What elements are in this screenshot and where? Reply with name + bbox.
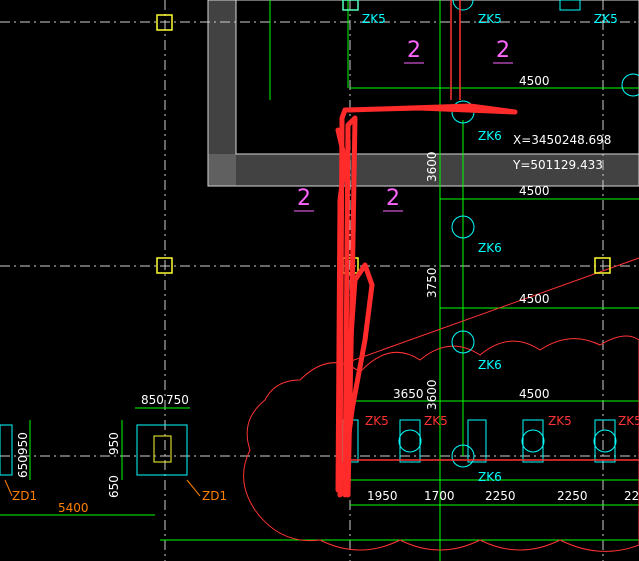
footing-label: ZD1: [12, 489, 37, 503]
dimension-text: 4500: [519, 184, 550, 198]
red-axis-marks: [350, 0, 639, 461]
pile-label: ZK5: [362, 12, 386, 26]
section-mark: 2: [496, 38, 510, 63]
vertical-dimension-texts: 3600 3750 3600 950 650 950 650: [16, 151, 439, 498]
section-mark: 2: [407, 38, 421, 63]
dimension-text: 1700: [424, 489, 455, 503]
pile-circle: [451, 330, 475, 354]
freehand-markup: [335, 103, 518, 498]
pile-circle: [451, 215, 475, 239]
section-marks: 2 2 2 2: [297, 38, 510, 211]
dimension-text: 950: [16, 432, 30, 455]
pile-cap: [399, 419, 421, 463]
pile-label: ZK6: [478, 470, 502, 484]
dimension-text: 2250: [485, 489, 516, 503]
dimension-text: 4500: [519, 387, 550, 401]
pile-labels: ZK5 ZK5 ZK5 ZK6 ZK6 ZK6 ZK6 ZK5 ZK5 ZK5 …: [362, 12, 639, 484]
pile-label: ZK6: [478, 241, 502, 255]
footing-labels: ZD1 ZD1: [12, 489, 227, 503]
pile-circle: [593, 429, 617, 453]
pile-label: ZK5: [548, 414, 572, 428]
column-square: [156, 257, 173, 274]
pile-circle: [521, 429, 545, 453]
section-mark-underlines: [294, 62, 513, 212]
dimension-text: 22: [624, 489, 639, 503]
section-mark: 2: [297, 186, 311, 211]
dimension-text: 3750: [425, 267, 439, 298]
dimension-text: 4500: [519, 74, 550, 88]
pile-circle: [451, 444, 475, 468]
pile-cap: [342, 0, 359, 11]
pile-cap: [522, 419, 544, 463]
dimension-text: 650: [16, 455, 30, 478]
dimension-text: 1950: [367, 489, 398, 503]
pile-label: ZK5: [618, 414, 639, 428]
pile-cap: [594, 419, 616, 463]
pile-label: ZK6: [478, 129, 502, 143]
dimension-text: 4500: [519, 292, 550, 306]
footing-leaders: [4, 479, 201, 497]
dimension-text: 2250: [557, 489, 588, 503]
pile-circle: [398, 429, 422, 453]
dimension-text: 3600: [425, 151, 439, 182]
foundation-slab-outline: [207, 0, 639, 187]
pile-label: ZK6: [478, 358, 502, 372]
pile-label: ZK5: [594, 12, 618, 26]
pile-label: ZK5: [478, 12, 502, 26]
column-square: [156, 14, 173, 31]
dimension-text: 750: [166, 393, 189, 407]
column-square: [594, 257, 611, 274]
pile-cap: [559, 0, 581, 11]
pile-label: ZK5: [365, 414, 389, 428]
coordinate-y: Y=501129.433: [512, 158, 603, 172]
coordinate-x: X=3450248.698: [513, 133, 611, 147]
pile-cap: [467, 419, 487, 463]
pile-circle: [452, 0, 474, 11]
pile-label: ZK5: [424, 414, 448, 428]
dimension-texts: 4500 4500 4500 3650 4500 1950 1700 2250 …: [58, 74, 639, 515]
footing-zd1-detail: [0, 424, 188, 476]
revision-cloud: [243, 335, 639, 552]
footing-label: ZD1: [202, 489, 227, 503]
dimension-text: 5400: [58, 501, 89, 515]
dimension-text: 3600: [425, 379, 439, 410]
dimension-text: 3650: [393, 387, 424, 401]
dimension-text: 850: [141, 393, 164, 407]
coordinate-readout: X=3450248.698 Y=501129.433: [512, 133, 611, 172]
dimension-text: 650: [107, 475, 121, 498]
dimension-text: 950: [107, 432, 121, 455]
diagonal-red-line: [339, 257, 639, 366]
section-mark: 2: [386, 186, 400, 211]
pile-circle: [621, 73, 639, 97]
